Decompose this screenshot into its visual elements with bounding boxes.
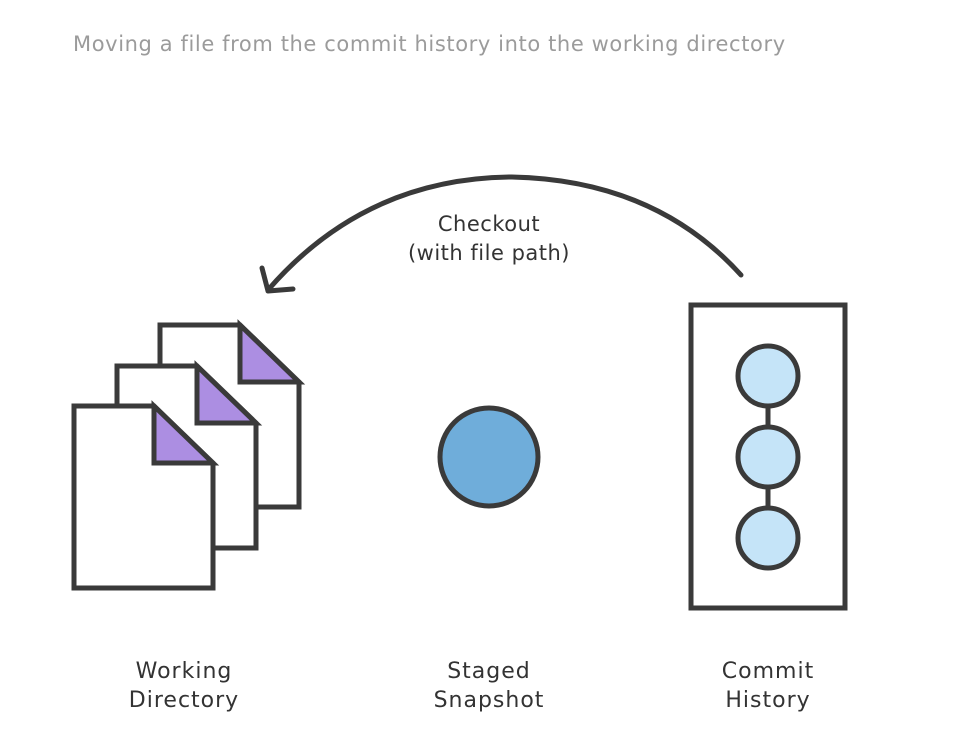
commit-history-label-line2: History [725,688,810,713]
commit-history-icon [688,302,848,611]
working-directory-label: Working [136,659,233,684]
staged-snapshot-icon [437,405,541,509]
checkout-label: Checkout [438,212,540,236]
diagram-caption: Moving a file from the commit history in… [73,32,786,56]
commit-node [735,424,801,490]
working-directory-files [71,319,306,591]
checkout-sublabel: (with file path) [408,241,570,265]
commit-node [735,343,801,409]
commit-node [735,505,801,571]
working-directory-label-line2: Directory [129,688,239,713]
staged-snapshot-label-line2: Snapshot [434,688,545,713]
checkout-arrow-head [259,265,296,294]
commit-history-label: Commit [722,659,814,684]
staged-snapshot-label: Staged [447,659,531,684]
file-icon [71,400,220,591]
checkout-arrow [259,174,744,294]
checkout-arrow-curve [265,174,744,293]
